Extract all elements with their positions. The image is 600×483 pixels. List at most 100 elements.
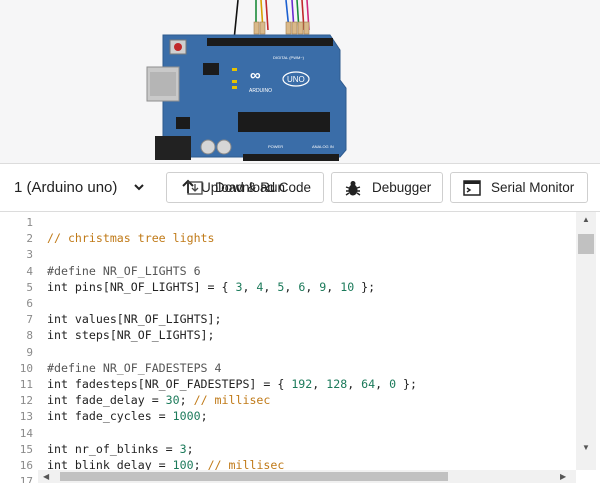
horizontal-scrollbar[interactable]: ◀ ▶ [38, 470, 576, 483]
scroll-down-arrow-icon[interactable]: ▼ [582, 443, 590, 452]
scroll-up-arrow-icon[interactable]: ▲ [582, 215, 590, 224]
board-digital-label: DIGITAL (PWM~) [273, 55, 305, 60]
code-token: pins[NR_OF_LIGHTS] = { [74, 279, 236, 294]
debugger-button[interactable]: Debugger [331, 172, 443, 203]
editor-toolbar: 1 (Arduino uno) Upload & Run Download Co… [0, 163, 600, 212]
code-token: #define NR_OF_LIGHTS 6 [47, 263, 201, 278]
code-token: int [47, 328, 75, 343]
code-token: 3 [235, 279, 243, 294]
code-token: int [47, 279, 75, 294]
serial-monitor-label: Serial Monitor [491, 180, 575, 195]
code-token: 6 [298, 279, 306, 294]
download-icon [187, 181, 203, 195]
line-number: 1 [26, 216, 33, 229]
line-number: 10 [19, 361, 33, 375]
bug-icon [345, 181, 361, 196]
device-select[interactable]: 1 (Arduino uno) [0, 164, 160, 211]
line-number: 11 [19, 378, 33, 391]
code-line: int fadesteps[NR_OF_FADESTEPS] = { 192, … [47, 377, 417, 391]
line-number: 8 [26, 329, 33, 343]
code-token: 30 [165, 393, 180, 408]
scroll-left-arrow-icon[interactable]: ◀ [43, 472, 50, 481]
code-token: , [263, 279, 278, 294]
code-token: 1000 [172, 409, 201, 424]
line-number: 7 [26, 313, 33, 327]
vertical-scroll-thumb[interactable] [578, 234, 594, 254]
code-token: #define NR_OF_FADESTEPS 4 [47, 360, 222, 375]
download-code-label: Download Code [215, 180, 312, 195]
code-token: // christmas tree lights [47, 231, 215, 246]
code-token: ; [193, 458, 208, 470]
code-token: // millisec [207, 458, 285, 470]
device-select-label: 1 (Arduino uno) [14, 179, 118, 196]
line-number: 9 [26, 345, 33, 359]
code-token: blink_delay = [74, 458, 173, 470]
terminal-icon [463, 180, 481, 196]
code-token: 100 [172, 458, 194, 470]
code-token: }; [354, 279, 376, 294]
board-uno-badge: UNO [287, 75, 305, 84]
line-number: 3 [26, 248, 33, 262]
code-token: ; [186, 441, 194, 456]
code-token: 0 [389, 377, 397, 391]
code-token: int [47, 409, 75, 424]
code-line: int fade_delay = 30; // millisec [47, 393, 270, 407]
code-token: , [242, 279, 257, 294]
code-token: , [284, 279, 299, 294]
code-token: int [47, 312, 75, 327]
serial-monitor-button[interactable]: Serial Monitor [450, 172, 588, 203]
download-code-button[interactable]: Download Code [176, 172, 324, 203]
chevron-down-icon [134, 184, 144, 191]
vertical-scrollbar[interactable]: ▲ ▼ [576, 212, 596, 470]
code-line: // christmas tree lights [47, 231, 215, 245]
code-token: int [47, 458, 75, 470]
arduino-board-illustration: ∞ ARDUINO UNO DIGITAL (PWM~) POWER ANALO… [146, 0, 347, 161]
horizontal-scroll-thumb[interactable] [60, 472, 448, 481]
code-token: 3 [179, 441, 187, 456]
code-token: }; [396, 377, 418, 391]
code-token: fade_cycles = [74, 409, 173, 424]
code-line: #define NR_OF_FADESTEPS 4 [47, 361, 222, 375]
code-token: 128 [326, 377, 348, 391]
code-token: 4 [256, 279, 264, 294]
code-token: 5 [277, 279, 285, 294]
code-token: , [375, 377, 390, 391]
code-token: nr_of_blinks = [74, 441, 180, 456]
code-line: int values[NR_OF_LIGHTS]; [47, 312, 222, 326]
code-token: int [47, 393, 75, 408]
code-token: , [312, 377, 327, 391]
code-token: ; [179, 393, 194, 408]
line-number: 2 [26, 232, 33, 246]
code-token: 192 [291, 377, 313, 391]
debugger-label: Debugger [372, 180, 432, 195]
code-token: , [326, 279, 341, 294]
code-line: int steps[NR_OF_LIGHTS]; [47, 328, 215, 342]
code-token: , [305, 279, 320, 294]
board-analog-label: ANALOG IN [312, 144, 334, 149]
line-number: 13 [19, 410, 33, 424]
upload-run-button[interactable]: Upload & Run [166, 172, 324, 203]
code-token: ; [200, 409, 208, 424]
code-token: values[NR_OF_LIGHTS]; [74, 312, 222, 327]
scroll-right-arrow-icon[interactable]: ▶ [560, 472, 567, 481]
upload-run-label: Upload & Run [201, 180, 286, 195]
code-token: int [47, 377, 75, 391]
svg-text:∞: ∞ [250, 67, 261, 84]
code-token: steps[NR_OF_LIGHTS]; [74, 328, 215, 343]
line-number: 6 [26, 297, 33, 310]
code-line: #define NR_OF_LIGHTS 6 [47, 264, 201, 278]
code-line: int blink_delay = 100; // millisec [47, 458, 284, 470]
code-token: , [347, 377, 362, 391]
line-number: 4 [26, 264, 33, 278]
line-number: 16 [19, 459, 33, 472]
circuit-canvas[interactable]: ∞ ARDUINO UNO DIGITAL (PWM~) POWER ANALO… [0, 0, 600, 163]
line-number: 12 [19, 394, 33, 408]
code-line: int pins[NR_OF_LIGHTS] = { 3, 4, 5, 6, 9… [47, 280, 375, 294]
code-area[interactable]: // christmas tree lights #define NR_OF_LI… [47, 212, 574, 470]
board-logo-text: ARDUINO [249, 88, 272, 94]
code-token: fade_delay = [74, 393, 166, 408]
line-number: 17 [19, 475, 33, 483]
code-token: 64 [361, 377, 376, 391]
